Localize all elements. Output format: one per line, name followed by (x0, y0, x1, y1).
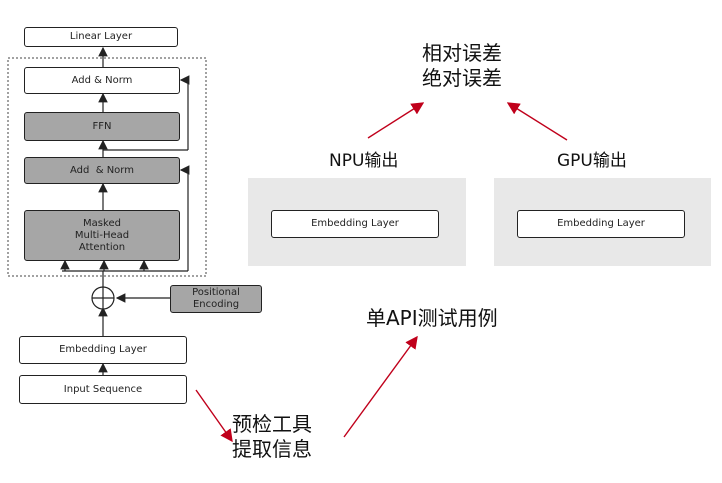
npu-embedding-box: Embedding Layer (271, 210, 439, 238)
error-metrics-text: 相对误差 绝对误差 (422, 41, 502, 91)
linear-layer-label: Linear Layer (69, 31, 133, 42)
tool-text-line-2: 提取信息 (232, 437, 312, 461)
add-norm-top-label: Add & Norm (71, 74, 133, 86)
embedding-layer-box: Embedding Layer (19, 336, 187, 364)
positional-line-2: Encoding (192, 299, 240, 310)
ffn-box: FFN (24, 112, 180, 141)
gpu-output-title: GPU输出 (557, 151, 627, 171)
positional-encoding-box: Positional Encoding (170, 285, 262, 313)
input-sequence-label: Input Sequence (63, 383, 143, 395)
precheck-tool-text: 预检工具 提取信息 (232, 412, 312, 462)
gpu-embedding-box: Embedding Layer (517, 210, 685, 238)
attention-line-2: Multi-Head (74, 229, 130, 241)
single-api-text: 单API测试用例 (366, 306, 498, 330)
ffn-label: FFN (92, 120, 112, 132)
npu-output-title: NPU输出 (329, 151, 399, 171)
linear-layer-box: Linear Layer (24, 27, 178, 47)
relative-error-label: 相对误差 (422, 41, 502, 65)
npu-embedding-label: Embedding Layer (311, 218, 399, 229)
attention-line-3: Attention (78, 241, 126, 253)
embedding-layer-label: Embedding Layer (59, 344, 147, 355)
masked-attention-box: Masked Multi-Head Attention (24, 210, 180, 261)
add-norm-mid-label: Add & Norm (70, 164, 134, 176)
attention-line-1: Masked (83, 217, 121, 229)
input-sequence-box: Input Sequence (19, 375, 187, 404)
add-norm-top-box: Add & Norm (24, 67, 180, 94)
tool-text-line-1: 预检工具 (232, 412, 312, 436)
gpu-embedding-label: Embedding Layer (557, 218, 645, 229)
absolute-error-label: 绝对误差 (422, 66, 502, 90)
add-norm-mid-box: Add & Norm (24, 157, 180, 184)
positional-line-1: Positional (192, 287, 240, 298)
add-positional-circle (91, 286, 115, 310)
